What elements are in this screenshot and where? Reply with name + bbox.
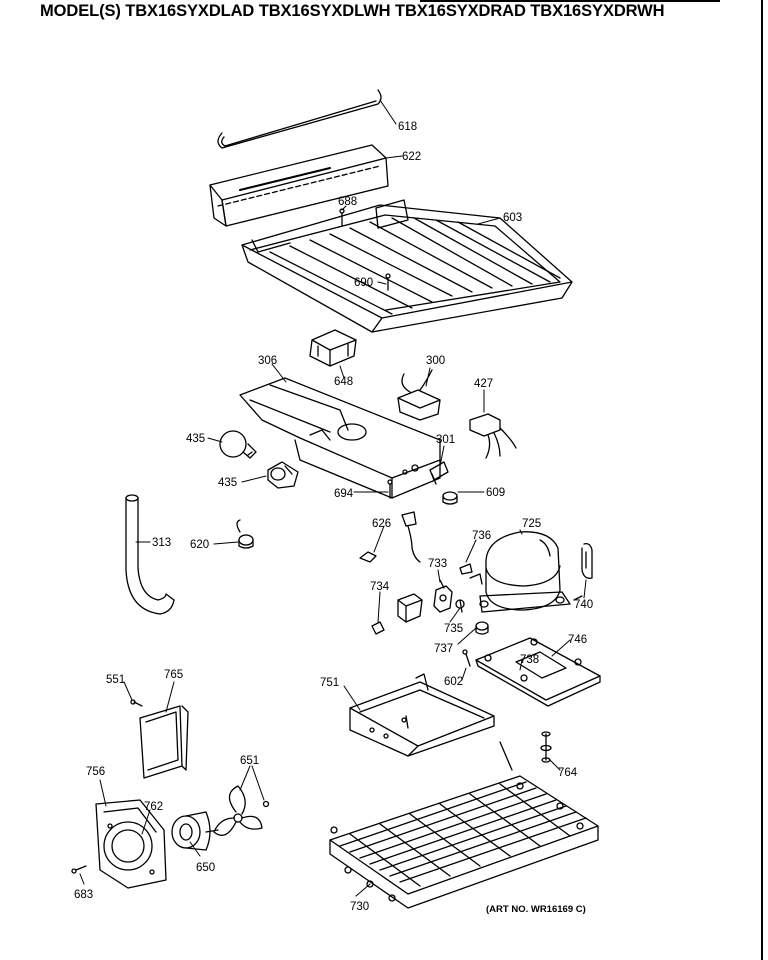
part-label-688: 688 <box>338 196 357 208</box>
part-651-fan-blade <box>213 785 270 836</box>
part-label-756: 756 <box>86 766 105 778</box>
page-border <box>761 0 763 960</box>
part-435-socket <box>267 461 299 489</box>
part-751-drain-pan <box>349 673 495 757</box>
part-label-694: 694 <box>334 488 354 500</box>
part-734-overload <box>371 593 423 635</box>
part-label-765: 765 <box>164 669 183 681</box>
part-622-channel <box>209 144 389 227</box>
part-756-shroud <box>95 799 167 889</box>
part-label-683: 683 <box>74 889 93 901</box>
part-label-435b: 435 <box>218 477 237 489</box>
part-690-screw <box>385 273 391 291</box>
part-725-compressor <box>469 531 571 613</box>
part-label-735: 735 <box>444 623 463 635</box>
part-648-control <box>309 329 357 367</box>
title-rule <box>420 0 720 2</box>
part-label-626: 626 <box>372 518 391 530</box>
part-label-746: 746 <box>568 634 587 646</box>
part-label-650: 650 <box>196 862 215 874</box>
part-746-base-plate <box>475 637 601 707</box>
part-683-screw <box>71 865 87 874</box>
part-313-tube <box>125 494 175 615</box>
part-737-grommet <box>475 621 489 635</box>
part-label-301: 301 <box>436 434 455 446</box>
part-labels: 618 622 688 603 690 306 648 300 427 435 … <box>74 121 593 913</box>
part-620-cap <box>236 519 254 549</box>
part-label-736: 736 <box>472 530 491 542</box>
part-551-screw <box>130 699 143 707</box>
part-label-427: 427 <box>474 378 493 390</box>
part-label-764: 764 <box>558 767 578 779</box>
part-764-fastener <box>540 731 552 763</box>
part-label-620: 620 <box>190 539 209 551</box>
part-609-grommet <box>442 491 458 505</box>
part-label-751: 751 <box>320 677 339 689</box>
part-label-734: 734 <box>370 581 390 593</box>
part-label-435a: 435 <box>186 433 205 445</box>
part-301-switch <box>429 461 449 485</box>
part-label-609: 609 <box>486 487 505 499</box>
part-label-733: 733 <box>428 558 447 570</box>
part-694-screw <box>387 479 393 499</box>
part-label-762: 762 <box>144 801 163 813</box>
part-435-bulb <box>219 430 257 459</box>
part-736-clip <box>459 563 473 575</box>
part-label-737: 737 <box>434 643 453 655</box>
part-label-730: 730 <box>350 901 369 913</box>
part-label-648: 648 <box>334 376 353 388</box>
part-label-313: 313 <box>152 537 171 549</box>
part-label-690: 690 <box>354 277 373 289</box>
page-title: MODEL(S) TBX16SYXDLAD TBX16SYXDLWH TBX16… <box>40 2 665 20</box>
part-label-622: 622 <box>402 151 421 163</box>
part-label-740: 740 <box>574 599 593 611</box>
part-688-screw <box>339 208 345 227</box>
part-626-cord <box>359 511 421 563</box>
part-735-clip <box>455 599 465 613</box>
part-label-602: 602 <box>444 676 463 688</box>
part-label-738: 738 <box>520 654 539 666</box>
part-602-screw <box>462 649 471 667</box>
part-733-relay <box>433 579 453 613</box>
part-label-651: 651 <box>240 755 259 767</box>
part-427-harness <box>469 413 517 459</box>
part-300-timer <box>397 369 441 421</box>
part-label-300: 300 <box>426 355 445 367</box>
part-740-clip <box>573 542 593 601</box>
part-306-housing <box>239 377 441 499</box>
leader-lines <box>79 99 587 897</box>
art-number: (ART NO. WR16169 C) <box>486 904 586 915</box>
part-650-motor <box>171 811 219 851</box>
part-label-725: 725 <box>522 518 541 530</box>
part-618-rod <box>217 89 382 149</box>
part-label-551: 551 <box>106 674 125 686</box>
part-label-618: 618 <box>398 121 417 133</box>
part-label-603: 603 <box>503 212 522 224</box>
part-765-cover <box>139 705 189 779</box>
part-730-condenser <box>329 741 599 909</box>
part-label-306: 306 <box>258 355 277 367</box>
part-603-tray <box>241 199 573 333</box>
